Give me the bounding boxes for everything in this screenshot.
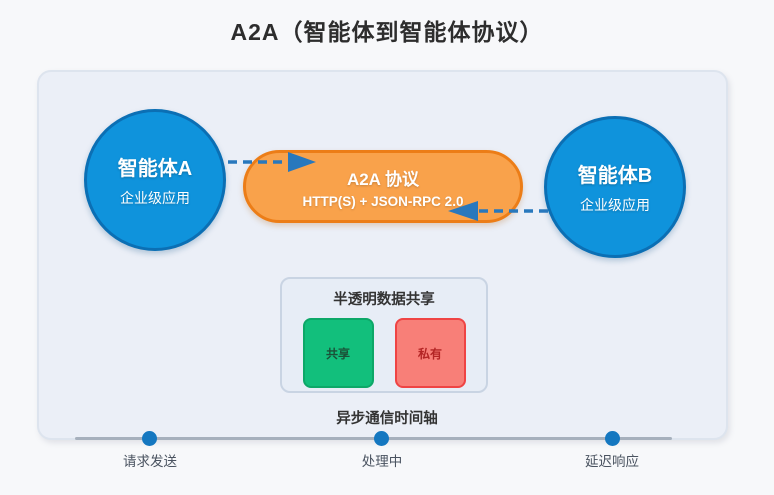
shared-data-label: 共享 [325,346,350,361]
timeline-label-response: 延迟响应 [585,454,639,469]
timeline-dot-processing [374,431,389,446]
private-data-label: 私有 [417,346,442,361]
timeline-axis [75,437,672,440]
agent-a-subtitle: 企业级应用 [120,190,190,206]
agent-a-node: 智能体A 企业级应用 [84,109,226,251]
shared-data-block: 共享 [302,318,374,388]
agent-b-subtitle: 企业级应用 [580,197,650,213]
private-data-block: 私有 [394,318,466,388]
data-share-row: 共享 私有 [302,318,466,388]
data-share-panel: 半透明数据共享 共享 私有 [280,277,488,393]
timeline-label-request: 请求发送 [123,454,177,469]
timeline-dot-response [605,431,620,446]
timeline-dot-request [142,431,157,446]
timeline-title: 异步通信时间轴 [336,411,438,427]
protocol-node: A2A 协议 HTTP(S) + JSON-RPC 2.0 [243,150,523,223]
protocol-subtitle: HTTP(S) + JSON-RPC 2.0 [302,193,464,209]
protocol-title: A2A 协议 [346,169,420,189]
timeline-label-processing: 处理中 [361,454,403,469]
agent-b-name: 智能体B [577,165,653,187]
agent-b-node: 智能体B 企业级应用 [544,116,686,258]
agent-a-name: 智能体A [117,158,193,180]
data-share-title: 半透明数据共享 [333,292,435,308]
page-title: A2A（智能体到智能体协议） [230,19,544,45]
